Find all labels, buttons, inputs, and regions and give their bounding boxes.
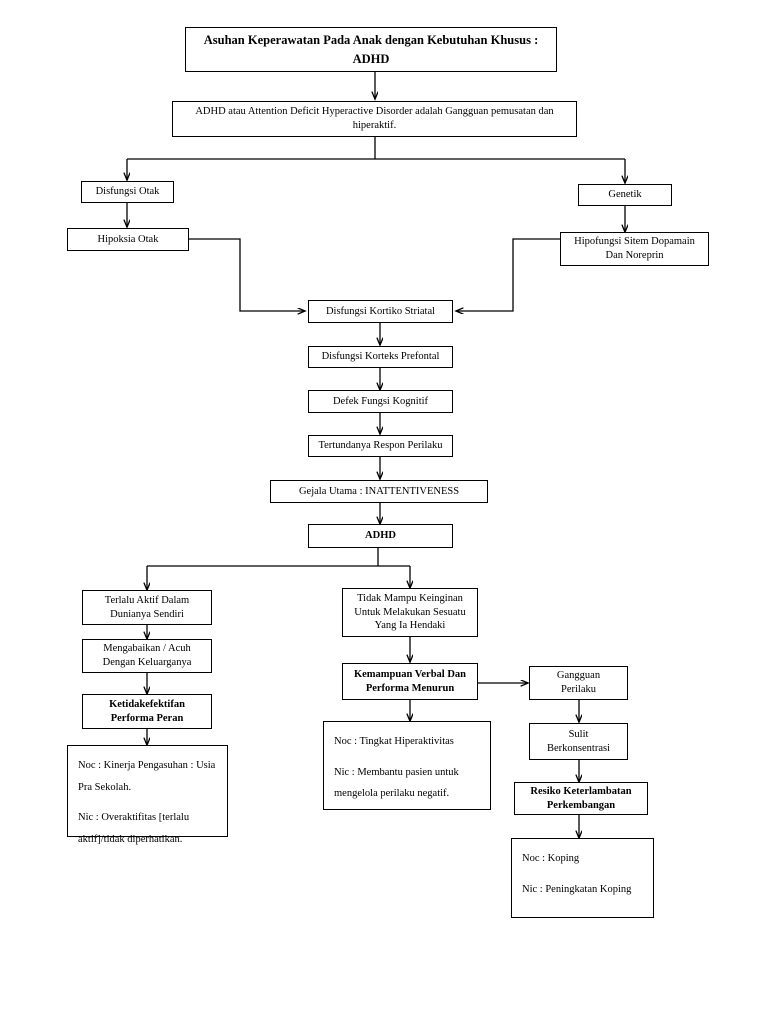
noc-nic-tengah-line2: Nic : Membantu pasien untuk bbox=[334, 766, 459, 778]
node-kemampuan-verbal: Kemampuan Verbal Dan Performa Menurun bbox=[342, 663, 478, 700]
node-gejala-utama-label: Gejala Utama : INATTENTIVENESS bbox=[298, 485, 460, 497]
node-gangguan-perilaku-line1: Gangguan bbox=[556, 670, 601, 682]
node-defek-fungsi-kognitif: Defek Fungsi Kognitif bbox=[308, 390, 453, 413]
noc-nic-kiri-line2: Pra Sekolah. bbox=[78, 781, 132, 793]
node-kemampuan-verbal-line2: Performa Menurun bbox=[365, 682, 455, 694]
node-disfungsi-otak: Disfungsi Otak bbox=[81, 181, 174, 203]
node-disfungsi-kortiko-striatal: Disfungsi Kortiko Striatal bbox=[308, 300, 453, 323]
node-resiko-keterlambatan-line1: Resiko Keterlambatan bbox=[530, 785, 632, 797]
node-gangguan-perilaku-line2: Perilaku bbox=[561, 684, 596, 695]
node-sulit-berkonsentrasi-line1: Sulit bbox=[568, 728, 589, 740]
noc-nic-kanan-line1: Noc : Koping bbox=[522, 853, 580, 864]
node-sulit-berkonsentrasi-line2: Berkonsentrasi bbox=[547, 742, 610, 754]
node-tertundanya-respon-perilaku-label: Tertundanya Respon Perilaku bbox=[318, 440, 443, 452]
node-hipofungsi-line1: Hipofungsi Sitem Dopamain bbox=[574, 236, 695, 248]
node-definition-line2: hiperaktif. bbox=[352, 120, 397, 131]
node-terlalu-aktif: Terlalu Aktif Dalam Dunianya Sendiri bbox=[82, 590, 212, 625]
node-definition-line1: ADHD atau Attention Deficit Hyperactive … bbox=[195, 106, 554, 118]
node-genetik: Genetik bbox=[578, 184, 672, 206]
node-tertundanya-respon-perilaku: Tertundanya Respon Perilaku bbox=[308, 435, 453, 457]
node-hipoksia-otak: Hipoksia Otak bbox=[67, 228, 189, 251]
node-mengabaikan-line1: Mengabaikan / Acuh bbox=[103, 643, 191, 655]
node-title-line1: Asuhan Keperawatan Pada Anak dengan Kebu… bbox=[203, 32, 539, 47]
noc-nic-kanan-spacer bbox=[522, 870, 643, 879]
node-adhd: ADHD bbox=[308, 524, 453, 548]
noc-nic-tengah-spacer bbox=[334, 753, 480, 762]
node-hipofungsi-line2: Dan Noreprin bbox=[605, 250, 664, 261]
node-definition: ADHD atau Attention Deficit Hyperactive … bbox=[172, 101, 577, 137]
node-tidak-mampu-line2: Untuk Melakukan Sesuatu bbox=[354, 606, 466, 618]
node-noc-nic-kiri: Noc : Kinerja Pengasuhan : Usia Pra Seko… bbox=[67, 745, 228, 845]
node-kemampuan-verbal-line1: Kemampuan Verbal Dan bbox=[353, 668, 467, 680]
node-gejala-utama: Gejala Utama : INATTENTIVENESS bbox=[270, 480, 488, 503]
noc-nic-tengah-line1: Noc : Tingkat Hiperaktivitas bbox=[334, 736, 454, 747]
node-resiko-keterlambatan: Resiko Keterlambatan Perkembangan bbox=[514, 782, 648, 815]
node-mengabaikan-line2: Dengan Keluarganya bbox=[102, 657, 192, 668]
node-noc-nic-tengah: Noc : Tingkat Hiperaktivitas Nic : Memba… bbox=[323, 721, 491, 810]
node-genetik-label: Genetik bbox=[608, 189, 642, 201]
noc-nic-kiri-line4: aktif]/tidak diperhatikan. bbox=[78, 833, 183, 845]
noc-nic-tengah-line3: mengelola perilaku negatif. bbox=[334, 788, 450, 800]
node-defek-fungsi-kognitif-label: Defek Fungsi Kognitif bbox=[332, 395, 429, 407]
node-mengabaikan: Mengabaikan / Acuh Dengan Keluarganya bbox=[82, 639, 212, 673]
node-resiko-keterlambatan-line2: Perkembangan bbox=[546, 799, 616, 811]
node-ketidakefektifan-line1: Ketidakefektifan bbox=[109, 698, 185, 710]
node-disfungsi-otak-label: Disfungsi Otak bbox=[95, 186, 160, 198]
node-terlalu-aktif-line2: Dunianya Sendiri bbox=[110, 608, 184, 620]
node-title-line2: ADHD bbox=[352, 51, 390, 66]
node-hipofungsi: Hipofungsi Sitem Dopamain Dan Noreprin bbox=[560, 232, 709, 266]
node-ketidakefektifan-line2: Performa Peran bbox=[110, 712, 184, 724]
noc-nic-kanan-line2: Nic : Peningkatan Koping bbox=[522, 883, 632, 895]
node-tidak-mampu-line1: Tidak Mampu Keinginan bbox=[357, 592, 463, 604]
node-tidak-mampu-line3: Yang Ia Hendaki bbox=[374, 620, 446, 632]
node-sulit-berkonsentrasi: Sulit Berkonsentrasi bbox=[529, 723, 628, 760]
noc-nic-kiri-line1: Noc : Kinerja Pengasuhan : Usia bbox=[78, 760, 216, 771]
node-tidak-mampu-keinginan: Tidak Mampu Keinginan Untuk Melakukan Se… bbox=[342, 588, 478, 637]
node-noc-nic-kanan: Noc : Koping Nic : Peningkatan Koping bbox=[511, 838, 654, 918]
noc-nic-kiri-line3: Nic : Overaktifitas [terlalu bbox=[78, 812, 190, 824]
node-gangguan-perilaku: Gangguan Perilaku bbox=[529, 666, 628, 700]
node-disfungsi-korteks-prefontal-label: Disfungsi Korteks Prefontal bbox=[321, 351, 440, 363]
node-hipoksia-otak-label: Hipoksia Otak bbox=[97, 233, 159, 245]
node-terlalu-aktif-line1: Terlalu Aktif Dalam bbox=[104, 594, 190, 606]
node-disfungsi-korteks-prefontal: Disfungsi Korteks Prefontal bbox=[308, 346, 453, 368]
node-ketidakefektifan-performa-peran: Ketidakefektifan Performa Peran bbox=[82, 694, 212, 729]
noc-nic-kiri-spacer bbox=[78, 798, 217, 807]
node-adhd-label: ADHD bbox=[365, 530, 396, 542]
node-disfungsi-kortiko-striatal-label: Disfungsi Kortiko Striatal bbox=[325, 305, 436, 317]
node-title: Asuhan Keperawatan Pada Anak dengan Kebu… bbox=[185, 27, 557, 72]
